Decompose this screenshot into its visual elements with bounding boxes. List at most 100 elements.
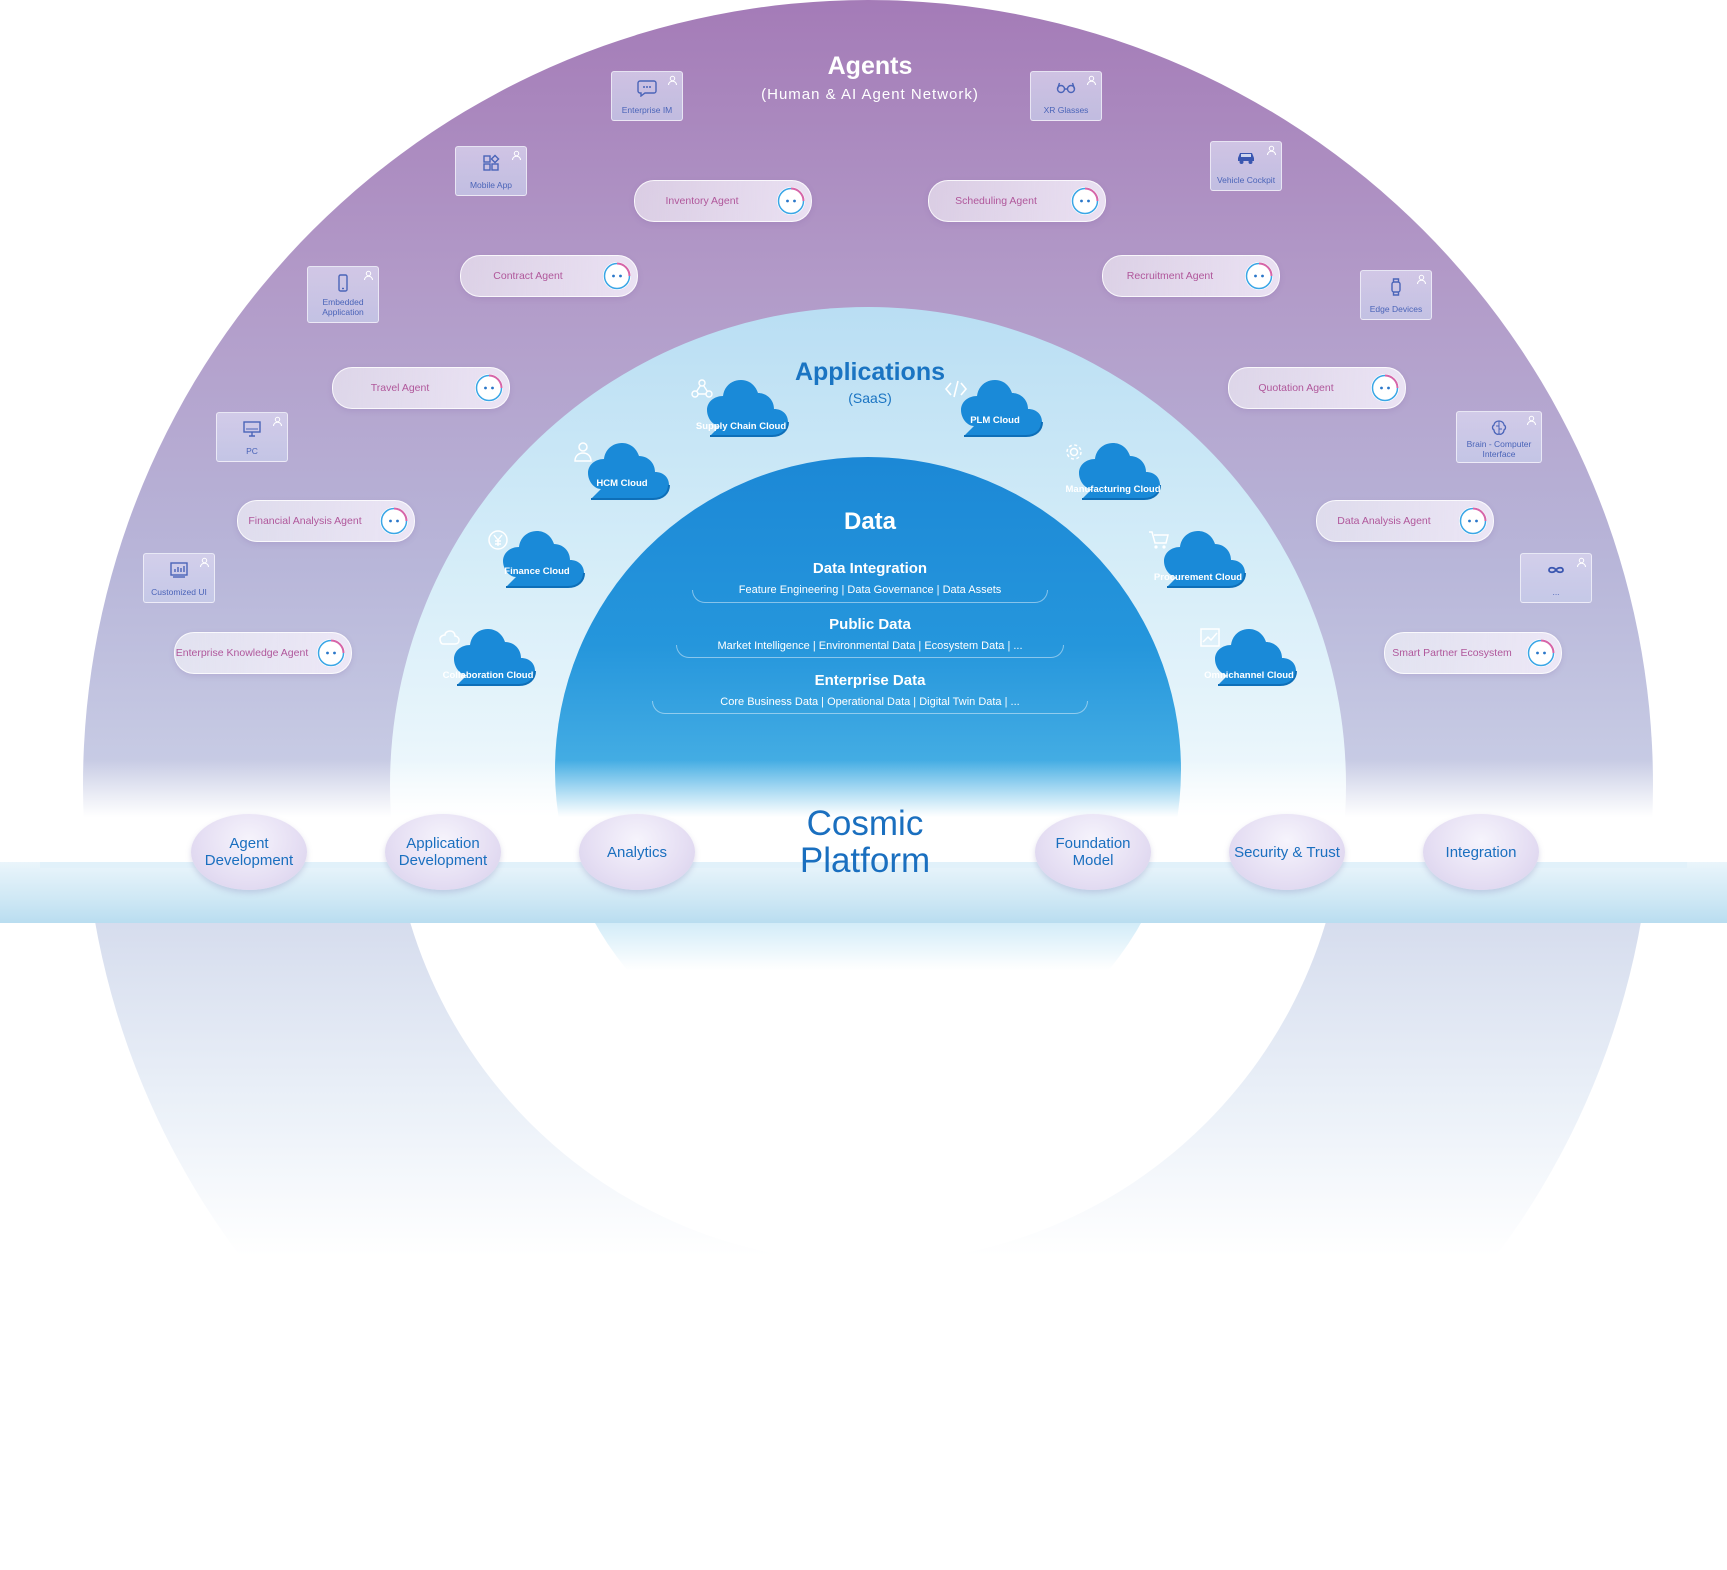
applications-title: Applications [794,358,945,386]
agent-pill-inventory[interactable]: Inventory Agent [634,180,812,222]
agent-face-icon [475,374,503,402]
person-icon [574,442,592,462]
cloud-label: Collaboration Cloud [442,670,534,681]
agent-pill-smart-partner[interactable]: Smart Partner Ecosystem [1384,632,1562,674]
device-label: Embedded Application [322,297,364,317]
cloud-shape [503,531,585,588]
device-embedded-application[interactable]: Embedded Application [307,266,379,323]
network-nodes-icon [691,379,713,398]
platform-agent-development[interactable]: Agent Development [191,814,307,890]
agent-label: Data Analysis Agent [1337,515,1431,527]
device-label: XR Glasses [1043,105,1089,115]
user-icon [364,270,373,281]
agent-label: Inventory Agent [665,195,739,207]
data-title: Data [843,508,897,535]
agent-face-icon [1371,374,1399,402]
device-label: Mobile App [469,180,513,190]
car-icon [1238,153,1254,164]
cloud-shape [454,629,536,686]
agent-pill-recruitment[interactable]: Recruitment Agent [1102,255,1280,297]
cloud-label: Procurement Cloud [1153,572,1243,583]
cloud-plm[interactable]: PLM Cloud [944,378,1046,438]
agents-title: Agents [827,52,913,80]
device-mobile-app[interactable]: Mobile App [455,146,527,196]
infinity-icon [1548,566,1564,574]
agent-face-icon [1071,187,1099,215]
watch-icon [1391,278,1401,296]
platform-security-trust[interactable]: Security & Trust [1229,814,1345,890]
agent-face-icon [1459,507,1487,535]
user-icon [273,416,282,427]
cloud-shape [1079,443,1161,500]
platform-analytics[interactable]: Analytics [579,814,695,890]
cloud-icon [439,630,460,645]
cloud-label: Omnichannel Cloud [1204,670,1294,681]
user-icon [1087,75,1096,86]
cloud-omnichannel[interactable]: Omnichannel Cloud [1198,627,1300,687]
agent-label: Smart Partner Ecosystem [1392,647,1512,659]
cloud-collaboration[interactable]: Collaboration Cloud [437,627,539,687]
agent-pill-contract[interactable]: Contract Agent [460,255,638,297]
public-data-items: Market Intelligence | Environmental Data… [717,640,1023,652]
cloud-label: HCM Cloud [596,478,648,489]
cloud-manufacturing[interactable]: Manufacturing Cloud [1062,441,1164,501]
cosmic-platform-title: Cosmic Platform [799,804,931,880]
cloud-label: Supply Chain Cloud [695,421,787,432]
enterprise-data-bracket [652,701,1088,714]
device-brain-computer-interface[interactable]: Brain - Computer Interface [1456,411,1542,463]
agent-face-icon [380,507,408,535]
platform-foundation-model[interactable]: Foundation Model [1035,814,1151,890]
cloud-procurement[interactable]: Procurement Cloud [1147,529,1249,589]
applications-subtitle: (SaaS) [848,390,892,406]
agent-face-icon [1245,262,1273,290]
phone-icon [338,274,348,292]
cloud-hcm[interactable]: HCM Cloud [571,441,673,501]
trend-chart-icon [1200,628,1220,647]
agent-pill-scheduling[interactable]: Scheduling Agent [928,180,1106,222]
yen-icon [488,530,508,550]
data-integration-items: Feature Engineering | Data Governance | … [738,584,1002,596]
device-customized-ui[interactable]: Customized UI [143,553,215,603]
user-icon [1267,145,1276,156]
agent-label: Quotation Agent [1258,382,1334,394]
device-edge-devices[interactable]: Edge Devices [1360,270,1432,320]
device-label: Edge Devices [1369,304,1423,314]
device-vehicle-cockpit[interactable]: Vehicle Cockpit [1210,141,1282,191]
device-more[interactable]: ... [1520,553,1592,603]
cloud-label: Manufacturing Cloud [1065,484,1161,495]
cloud-shape [1164,531,1246,588]
cloud-shape [588,443,670,500]
user-icon [1577,557,1586,568]
user-icon [512,150,521,161]
platform-integration[interactable]: Integration [1423,814,1539,890]
user-icon [1527,415,1536,426]
agent-pill-travel[interactable]: Travel Agent [332,367,510,409]
platform-application-development[interactable]: Application Development [385,814,501,890]
monitor-icon [243,421,261,437]
device-enterprise-im[interactable]: Enterprise IM [611,71,683,121]
agent-pill-enterprise-knowledge[interactable]: Enterprise Knowledge Agent [174,632,352,674]
agent-label: Scheduling Agent [955,195,1037,207]
agent-face-icon [777,187,805,215]
agent-label: Enterprise Knowledge Agent [175,647,309,659]
data-integration-bracket [692,590,1048,603]
cloud-supply-chain[interactable]: Supply Chain Cloud [690,378,792,438]
cloud-label: Finance Cloud [504,566,570,577]
agents-subtitle: (Human & AI Agent Network) [761,86,979,103]
cloud-finance[interactable]: Finance Cloud [486,529,588,589]
agent-label: Travel Agent [370,382,430,394]
agent-pill-financial-analysis[interactable]: Financial Analysis Agent [237,500,415,542]
device-pc[interactable]: PC [216,412,288,462]
agent-label: Financial Analysis Agent [248,515,362,527]
cloud-shape [1215,629,1297,686]
chat-bubble-icon [637,80,657,97]
agent-pill-data-analysis[interactable]: Data Analysis Agent [1316,500,1494,542]
agent-face-icon [603,262,631,290]
cloud-shape [707,380,789,437]
agent-pill-quotation[interactable]: Quotation Agent [1228,367,1406,409]
device-label: PC [246,446,258,456]
agent-face-icon [317,639,345,667]
code-icon [944,380,968,398]
device-xr-glasses[interactable]: XR Glasses [1030,71,1102,121]
enterprise-data-title: Enterprise Data [814,672,926,689]
